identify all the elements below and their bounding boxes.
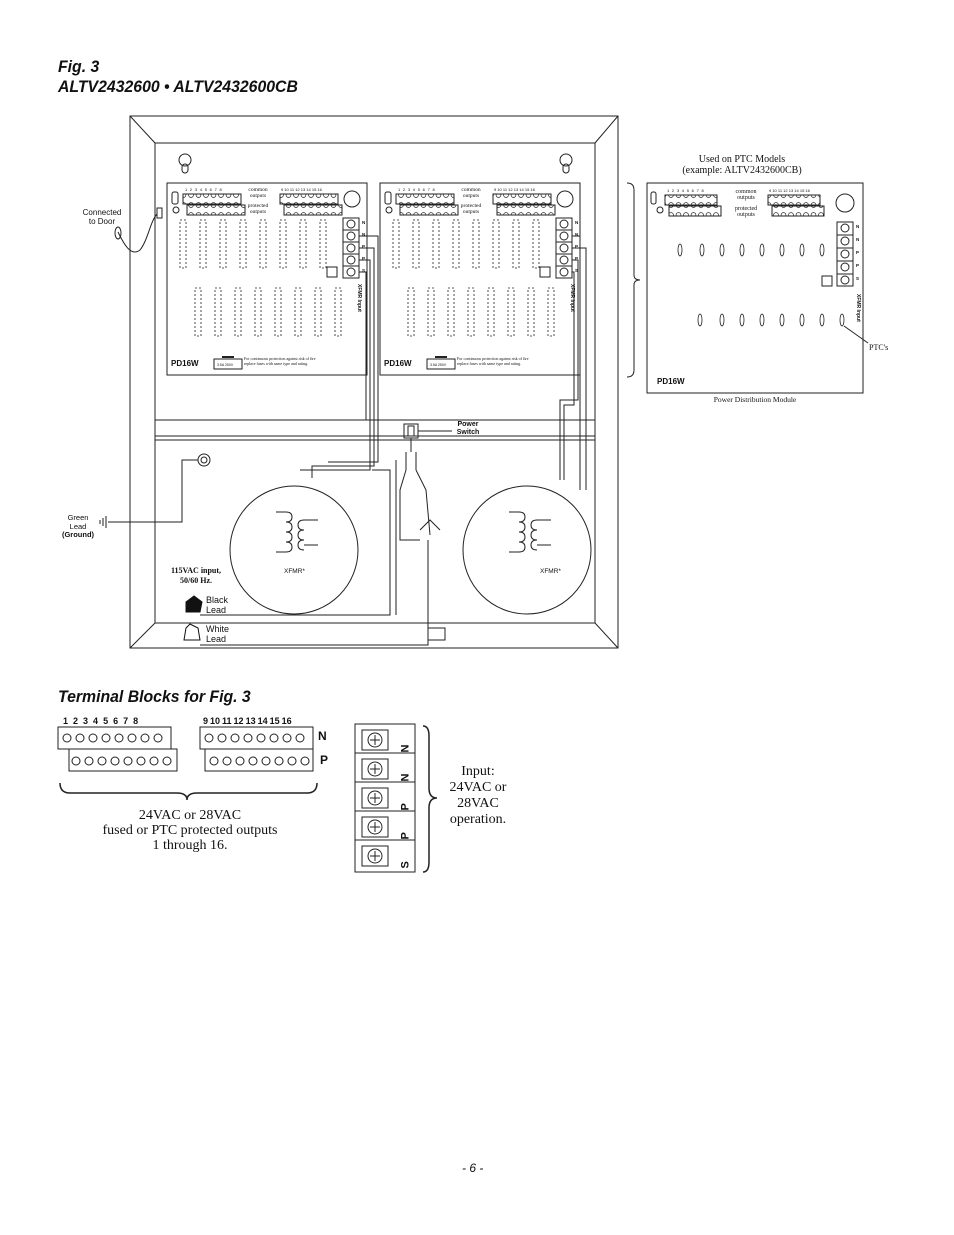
board-terminal-letter: P <box>575 256 579 261</box>
board2-model: PD16W <box>384 359 412 368</box>
board1-model: PD16W <box>171 359 199 368</box>
board2-xfmr-input: XFMR Input <box>569 284 575 312</box>
row-p-label: P <box>320 753 329 767</box>
board-terminal-letter: N <box>575 220 579 225</box>
ptc-numbers-high: 9 10 11 12 13 14 15 16 <box>769 188 810 193</box>
black-lead-label: Black Lead <box>206 595 229 615</box>
ptcs-label: PTC's <box>869 343 889 352</box>
board1-common-outputs: common outputs <box>248 187 268 199</box>
ptc-used-on-label: Used on PTC Models (example: ALTV2432600… <box>682 154 802 176</box>
board-terminal-letter: P <box>362 256 366 261</box>
ground-label: (Ground) <box>61 530 95 539</box>
input-voltage-label: 115VAC input, 50/60 Hz. <box>170 566 222 585</box>
ground-lead <box>99 453 211 528</box>
transformer-left <box>229 485 359 615</box>
board-terminal-letter: P <box>856 263 860 268</box>
board1-numbers-low: 1 2 3 4 5 6 7 8 <box>185 187 223 192</box>
xfmr-left-label: XFMR* <box>284 568 305 575</box>
board-terminal-letter: N <box>856 224 860 229</box>
board2-protected-outputs: protected outputs <box>460 203 482 215</box>
board1-xfmr-input: XFMR Input <box>356 284 362 312</box>
output-terminal-blocks <box>57 726 318 801</box>
board2-warning: For continuous protection against risk o… <box>457 356 529 366</box>
board-terminal-letter: P <box>856 250 860 255</box>
figure-title-line2: ALTV2432600 • ALTV2432600CB <box>58 77 298 96</box>
board2-numbers-low: 1 2 3 4 5 6 7 8 <box>398 187 436 192</box>
board2-common-outputs: common outputs <box>461 187 481 199</box>
board-terminal-letter: N <box>856 237 860 242</box>
input-caption: Input: 24VAC or 28VAC operation. <box>449 764 507 827</box>
board1-numbers-high: 9 10 11 12 13 14 15 16 <box>281 187 322 192</box>
board1-protected-outputs: protected outputs <box>247 203 269 215</box>
terminal-blocks-title: Terminal Blocks for Fig. 3 <box>58 687 251 706</box>
board-terminal-letter: P <box>362 244 366 249</box>
transformer-right <box>462 485 592 615</box>
board-terminal-letter: N <box>575 232 579 237</box>
wires <box>200 235 587 646</box>
green-lead-label: Green Lead (Ground) <box>56 513 100 540</box>
black-lead-icon <box>185 595 203 613</box>
enclosure <box>129 115 619 649</box>
door-wire <box>117 213 158 253</box>
board-1 <box>166 182 368 376</box>
connected-to-door-label: Connected to Door <box>82 208 122 226</box>
ptc-xfmr-input: XFMR Input <box>855 294 861 322</box>
ptc-protected-outputs: protected outputs <box>734 206 758 218</box>
terminal-numbers-low: 1 2 3 4 5 6 7 8 <box>63 716 139 726</box>
board-terminal-letter: P <box>575 244 579 249</box>
board1-fuse-rating: 3.5A 250V <box>217 363 234 367</box>
page-number: - 6 - <box>462 1161 484 1175</box>
power-distribution-module-label: Power Distribution Module <box>713 395 797 404</box>
board-terminal-letter: N <box>362 232 366 237</box>
input-terminal-block <box>354 723 438 873</box>
power-switch-label: Power Switch <box>456 421 480 436</box>
board-terminal-letter: S <box>856 276 860 281</box>
white-lead-icon <box>183 623 201 641</box>
ptc-board <box>626 182 869 394</box>
xfmr-right-label: XFMR* <box>540 568 561 575</box>
figure-title: Fig. 3 ALTV2432600 • ALTV2432600CB <box>58 57 298 97</box>
outputs-caption: 24VAC or 28VAC fused or PTC protected ou… <box>102 808 278 853</box>
board2-numbers-high: 9 10 11 12 13 14 15 16 <box>494 187 535 192</box>
row-n-label: N <box>318 729 327 743</box>
board2-fuse-rating: 3.5A 250V <box>430 363 447 367</box>
board-terminal-letter: S <box>575 268 579 273</box>
ptc-board-model: PD16W <box>657 377 685 386</box>
ptc-numbers-low: 1 2 3 4 5 6 7 8 <box>667 188 705 193</box>
figure-title-line1: Fig. 3 <box>58 57 100 76</box>
ptc-common-outputs: common outputs <box>735 189 757 201</box>
board-2 <box>379 182 581 376</box>
white-lead-label: White Lead <box>206 624 230 644</box>
input-terminal-letters: N N P P S <box>399 744 412 869</box>
board1-warning: For continuous protection against risk o… <box>244 356 316 366</box>
board-terminal-letter: N <box>362 220 366 225</box>
board-terminal-letter: S <box>362 268 366 273</box>
terminal-numbers-high: 9 10 11 12 13 14 15 16 <box>203 716 292 726</box>
